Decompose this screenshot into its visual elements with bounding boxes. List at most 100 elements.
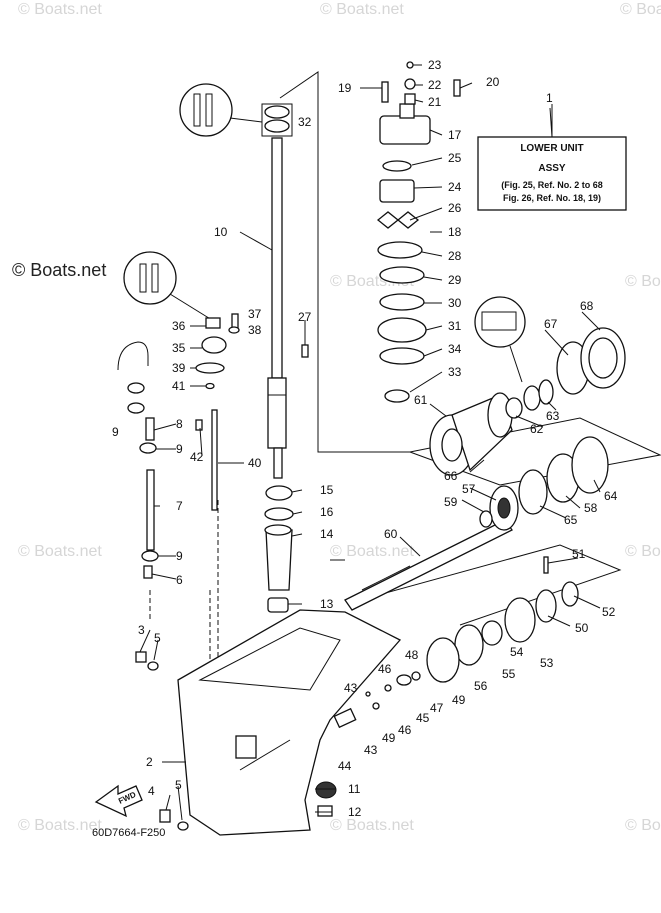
callout-6: 6 <box>176 573 183 587</box>
callout-56: 56 <box>474 679 488 693</box>
callout-57: 57 <box>462 482 476 496</box>
callout-12: 12 <box>348 805 362 819</box>
callout-22: 22 <box>428 78 442 92</box>
callout-66: 66 <box>444 469 458 483</box>
svg-text:© Boats.net: © Boats.net <box>625 817 661 834</box>
callout-62: 62 <box>530 422 544 436</box>
callout-27: 27 <box>298 310 312 324</box>
callout-17: 17 <box>448 128 462 142</box>
callout-43a: 43 <box>344 681 358 695</box>
callout-47: 47 <box>430 701 444 715</box>
callout-13: 13 <box>320 597 334 611</box>
water-pump <box>376 61 461 403</box>
leader-lines <box>139 64 601 821</box>
svg-text:© Boats.net: © Boats.net <box>18 543 102 560</box>
watermarks: © Boats.net © Boats.net © Boats.net © Bo… <box>12 1 661 834</box>
callout-14: 14 <box>320 527 334 541</box>
callout-52: 52 <box>602 605 616 619</box>
callout-32: 32 <box>298 115 312 129</box>
callout-9c: 9 <box>176 549 183 563</box>
svg-text:© Boats.net: © Boats.net <box>620 1 661 18</box>
callout-33: 33 <box>448 365 462 379</box>
callout-34: 34 <box>448 342 462 356</box>
callout-28: 28 <box>448 249 462 263</box>
callout-41: 41 <box>172 379 186 393</box>
drive-shaft <box>267 137 287 479</box>
callout-38: 38 <box>248 323 262 337</box>
fwd-arrow: FWD <box>94 784 143 818</box>
callout-58: 58 <box>584 501 598 515</box>
bearing-housing-61 <box>429 392 513 476</box>
callout-21: 21 <box>428 95 442 109</box>
callout-11: 11 <box>348 782 361 796</box>
info-box-ref1: (Fig. 25, Ref. No. 2 to 68 <box>501 180 603 190</box>
parts-67-68 <box>556 327 626 395</box>
callout-51: 51 <box>572 547 586 561</box>
callout-4: 4 <box>148 784 155 798</box>
callout-37: 37 <box>248 307 262 321</box>
detail-circle-left <box>123 251 213 321</box>
callout-68: 68 <box>580 299 594 313</box>
callout-44: 44 <box>338 759 352 773</box>
callout-24: 24 <box>448 180 462 194</box>
callout-labels: 1 2 3 4 5 5 6 7 8 9 9 9 10 11 12 13 14 1… <box>112 58 618 819</box>
callout-15: 15 <box>320 483 334 497</box>
callout-54: 54 <box>510 645 524 659</box>
callout-18: 18 <box>448 225 462 239</box>
callout-8: 8 <box>176 417 183 431</box>
callout-3: 3 <box>138 623 145 637</box>
callout-23: 23 <box>428 58 442 72</box>
callout-1: 1 <box>546 91 553 105</box>
seal-32 <box>261 103 293 137</box>
callout-46a: 46 <box>378 662 392 676</box>
info-box: LOWER UNIT ASSY (Fig. 25, Ref. No. 2 to … <box>477 104 627 211</box>
callout-2: 2 <box>146 755 153 769</box>
callout-16: 16 <box>320 505 334 519</box>
detail-circle-top <box>179 83 263 137</box>
parts-4-5 <box>135 651 189 831</box>
info-box-title: LOWER UNIT <box>520 143 583 154</box>
lower-case <box>177 609 402 836</box>
callout-61: 61 <box>414 393 428 407</box>
svg-text:© Boats.net: © Boats.net <box>18 1 102 18</box>
callout-42: 42 <box>190 450 204 464</box>
callout-29: 29 <box>448 273 462 287</box>
callout-46b: 46 <box>398 723 412 737</box>
callout-43b: 43 <box>364 743 378 757</box>
svg-text:© Boats.net: © Boats.net <box>330 543 414 560</box>
callout-45: 45 <box>416 711 430 725</box>
callout-59: 59 <box>444 495 458 509</box>
callout-49a: 49 <box>382 731 396 745</box>
callout-55: 55 <box>502 667 516 681</box>
callout-53: 53 <box>540 656 554 670</box>
shift-parts <box>195 313 309 511</box>
svg-text:© Boats.net: © Boats.net <box>330 817 414 834</box>
callout-9b: 9 <box>176 442 183 456</box>
info-box-ref2: Fig. 26, Ref. No. 18, 19) <box>503 193 601 203</box>
callout-30: 30 <box>448 296 462 310</box>
info-box-subtitle: ASSY <box>538 163 566 174</box>
callout-25: 25 <box>448 151 462 165</box>
callout-7: 7 <box>176 499 183 513</box>
callout-63: 63 <box>546 409 560 423</box>
bushings <box>264 485 294 613</box>
svg-text:© Boats.net: © Boats.net <box>625 273 661 290</box>
shift-rod <box>117 341 159 579</box>
callout-5b: 5 <box>175 778 182 792</box>
callout-10: 10 <box>214 225 228 239</box>
watermark-main: © Boats.net <box>12 260 106 280</box>
callout-48: 48 <box>405 648 419 662</box>
callout-40: 40 <box>248 456 262 470</box>
small-parts <box>333 671 421 729</box>
parts-11-12 <box>315 781 337 817</box>
svg-text:© Boats.net: © Boats.net <box>18 817 102 834</box>
callout-20: 20 <box>486 75 500 89</box>
callout-67: 67 <box>544 317 558 331</box>
diagram-code: 60D7664-F250 <box>92 827 165 839</box>
forward-gears <box>479 436 609 531</box>
callout-64: 64 <box>604 489 618 503</box>
detail-circle-right <box>474 296 526 383</box>
callout-65: 65 <box>564 513 578 527</box>
callout-35: 35 <box>172 341 186 355</box>
